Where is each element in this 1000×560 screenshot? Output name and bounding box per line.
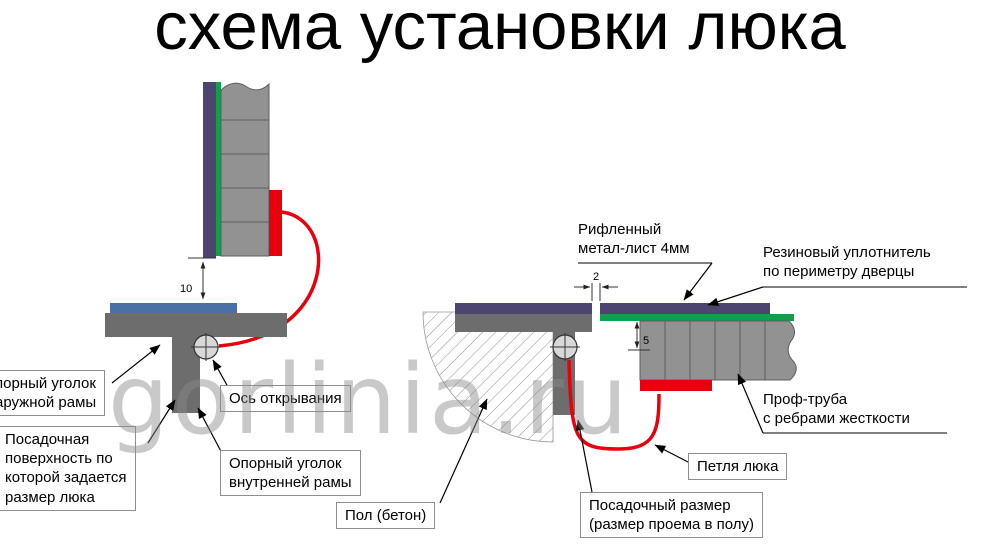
profile-tube-ribs-vertical bbox=[221, 119, 269, 223]
leader-profile-tube bbox=[737, 373, 764, 434]
floor-label: Пол (бетон) bbox=[336, 502, 436, 530]
page-title: схема установки люка bbox=[154, 0, 846, 64]
leader-hinge bbox=[654, 444, 691, 464]
hatch-hinge-label: Петля люка bbox=[688, 453, 788, 481]
dim-5-value: 5 bbox=[643, 335, 649, 347]
opening-axis-label: Ось открывания bbox=[220, 385, 351, 413]
inner-frame-angle-label: Опорный уголок внутренней рамы bbox=[220, 450, 361, 497]
leader-seating-surface bbox=[147, 399, 176, 444]
dimension-2: 2 bbox=[574, 271, 618, 301]
hinge-curve-right bbox=[567, 359, 661, 451]
leader-axis bbox=[212, 359, 229, 388]
ribbed-metal-sheet bbox=[600, 303, 770, 314]
rubber-seal-strip bbox=[600, 314, 794, 321]
right-section-view: 2 5 bbox=[422, 262, 967, 504]
leader-outer-frame bbox=[111, 344, 161, 384]
hinge-plate-vertical bbox=[269, 190, 282, 256]
concrete-floor-hatch bbox=[422, 311, 554, 443]
outer-frame-angle-label: порный уголок аружной рамы bbox=[0, 370, 106, 417]
profile-tube-horizontal bbox=[639, 320, 797, 381]
frame-bar-left bbox=[105, 313, 287, 337]
hinge-curve-left bbox=[218, 210, 321, 348]
outer-frame-angle bbox=[110, 303, 237, 313]
seating-size-label: Посадочный размер (размер проема в полу) bbox=[580, 492, 764, 539]
dimension-10: 10 bbox=[180, 257, 216, 300]
rubber-seal-label: Резиновый уплотнитель по периметру дверц… bbox=[763, 244, 931, 281]
profile-tube-vertical bbox=[220, 82, 270, 257]
rubber-seal-vertical bbox=[216, 82, 221, 256]
profile-tube-label: Проф-труба с ребрами жесткости bbox=[763, 391, 910, 428]
dimension-5: 5 bbox=[628, 321, 650, 351]
leader-inner-frame bbox=[197, 407, 225, 458]
dim-2-value: 2 bbox=[593, 271, 599, 283]
leader-ribbed-sheet bbox=[683, 262, 713, 301]
frame-cover-sheet bbox=[455, 303, 592, 314]
seating-surface-label: Посадочная поверхность по которой задает… bbox=[0, 426, 136, 511]
opening-axis-symbol-right bbox=[550, 333, 580, 361]
leader-rubber-seal bbox=[707, 286, 764, 306]
left-section-view: 10 bbox=[105, 82, 321, 458]
leader-seating-size bbox=[575, 419, 593, 493]
ribbed-sheet-label: Рифленный метал-лист 4мм bbox=[578, 221, 690, 258]
hinge-plate-horizontal bbox=[640, 380, 712, 391]
dim-10-value: 10 bbox=[180, 283, 192, 295]
profile-tube-ribs-horizontal bbox=[664, 321, 766, 380]
leader-floor bbox=[439, 398, 488, 504]
frame-bar-right bbox=[455, 314, 592, 332]
metal-sheet-vertical bbox=[203, 82, 216, 258]
opening-axis-symbol bbox=[191, 333, 221, 361]
